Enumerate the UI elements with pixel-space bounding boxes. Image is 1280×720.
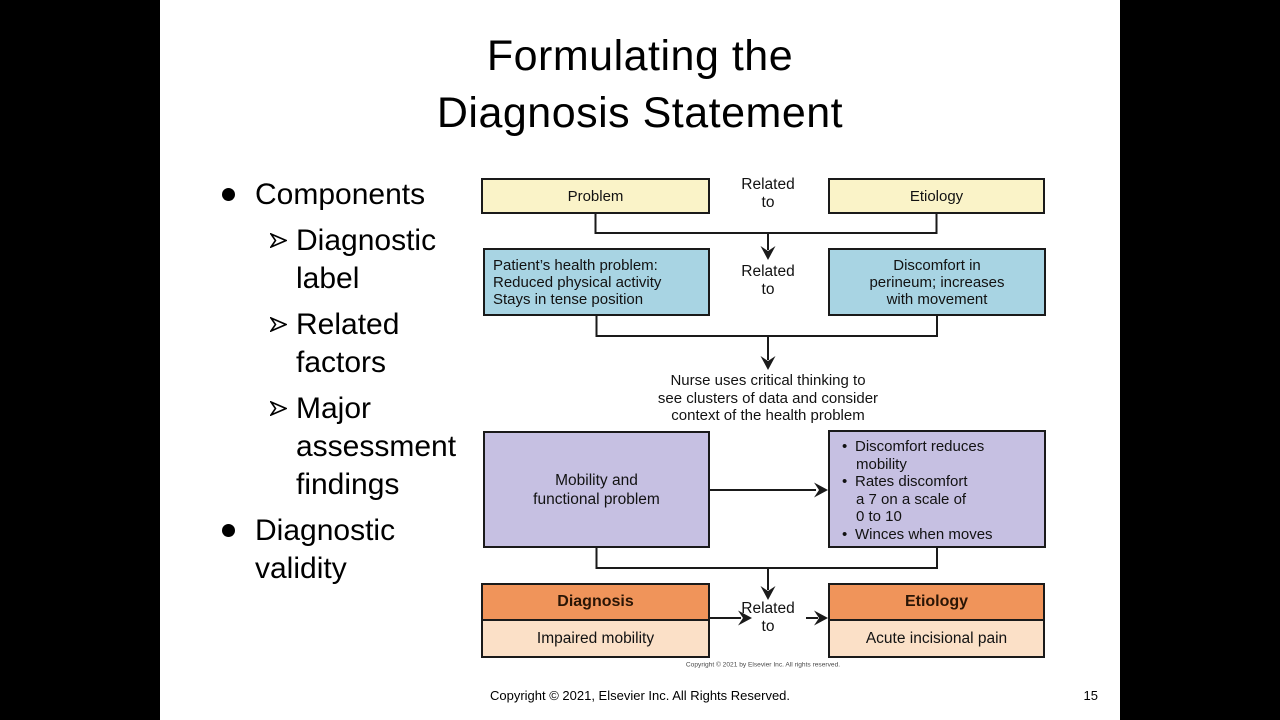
diagnosis-body-label: Impaired mobility xyxy=(536,629,655,647)
finding-line: mobility xyxy=(830,456,1044,474)
finding-text: mobility xyxy=(856,455,907,473)
etiology-label: Etiology xyxy=(909,187,964,205)
note-line: context of the health problem xyxy=(671,407,865,424)
related-to-label-bottom: Related to xyxy=(708,600,828,636)
box-line: Patient’s health problem: xyxy=(493,256,658,274)
bullet-label: Components xyxy=(255,178,426,211)
finding-line: • Winces when moves xyxy=(830,526,1044,544)
diagnosis-body: Impaired mobility xyxy=(483,621,708,656)
to-line: to xyxy=(761,281,775,298)
finding-text: 0 to 10 xyxy=(856,508,902,525)
bullet-item-components: Components xyxy=(222,176,552,214)
assessment-findings-box: • Discomfort reduces mobility • Rates disc… xyxy=(828,430,1046,548)
etiology-header-label: Etiology xyxy=(904,593,969,610)
etiology-box-bottom: Etiology Acute incisional pain xyxy=(828,583,1045,658)
dot-bullet: • xyxy=(842,473,848,490)
footer-copyright: Copyright © 2021, Elsevier Inc. All Righ… xyxy=(489,688,791,703)
note-line: see clusters of data and consider xyxy=(657,389,879,407)
finding-line: 0 to 10 xyxy=(830,508,1044,526)
patient-health-problem-box: Patient’s health problem: Reduced physic… xyxy=(483,248,710,316)
bullet-item-diagnostic-label: Diagnostic label xyxy=(222,222,552,298)
related-line: Related xyxy=(741,600,795,617)
box-line: with movement xyxy=(886,290,988,308)
disc-bullet-icon xyxy=(222,176,255,214)
box-line: functional problem xyxy=(533,490,660,508)
box-line: Mobility and xyxy=(555,471,638,489)
finding-line: • Discomfort reduces xyxy=(830,438,1044,456)
finding-text: Rates discomfort xyxy=(855,473,968,490)
bullet-label: Related factors xyxy=(296,308,400,379)
disc-bullet-icon xyxy=(222,512,255,588)
bullet-label: Major assessment findings xyxy=(296,392,457,501)
box-line: Reduced physical activity xyxy=(493,273,662,291)
title-line-1: Formulating the xyxy=(486,32,794,80)
etiology-box-top: Etiology xyxy=(828,178,1045,214)
page-title: Formulating the Diagnosis Statement xyxy=(160,28,1120,142)
bullet-item-related-factors: Related factors xyxy=(222,306,552,382)
figure-credit: Copyright © 2021 by Elsevier Inc. All ri… xyxy=(685,661,841,669)
box-line: Stays in tense position xyxy=(493,290,644,308)
related-line: Related xyxy=(741,263,795,280)
note-line: Nurse uses critical thinking to xyxy=(670,372,866,389)
page-number: 15 xyxy=(1083,688,1098,703)
finding-text: a 7 on a scale of xyxy=(856,490,967,508)
problem-label: Problem xyxy=(567,187,624,205)
related-to-label-top: Related to xyxy=(708,176,828,212)
finding-line: a 7 on a scale of xyxy=(830,491,1044,509)
title-line-2: Diagnosis Statement xyxy=(436,89,844,137)
problem-box: Problem xyxy=(481,178,710,214)
finding-text: Winces when moves xyxy=(855,525,993,543)
slide: Formulating the Diagnosis Statement Comp… xyxy=(160,0,1120,720)
diagnosis-box: Diagnosis Impaired mobility xyxy=(481,583,710,658)
etiology-body: Acute incisional pain xyxy=(830,621,1043,656)
diagnosis-header: Diagnosis xyxy=(483,585,708,621)
bullet-item-major-assessment: Major assessment findings xyxy=(222,390,552,504)
discomfort-perineum-box: Discomfort in perineum; increases with m… xyxy=(828,248,1046,316)
bullet-label: Diagnostic validity xyxy=(255,514,396,585)
mobility-functional-problem-box: Mobility and functional problem xyxy=(483,431,710,548)
bullet-item-diagnostic-validity: Diagnostic validity xyxy=(222,512,552,588)
related-line: Related xyxy=(741,176,795,193)
finding-line: • Rates discomfort xyxy=(830,473,1044,491)
related-to-label-middle: Related to xyxy=(708,263,828,299)
etiology-body-label: Acute incisional pain xyxy=(865,629,1008,647)
etiology-header: Etiology xyxy=(830,585,1043,621)
dot-bullet: • xyxy=(842,525,848,543)
bullet-list: Components Diagnostic label Related fact… xyxy=(222,176,552,596)
arrow-bullet-icon xyxy=(270,390,296,504)
nurse-critical-thinking-note: Nurse uses critical thinking to see clus… xyxy=(588,372,948,425)
dot-bullet: • xyxy=(842,438,848,455)
finding-text: Discomfort reduces xyxy=(855,438,985,455)
to-line: to xyxy=(761,194,775,211)
box-line: perineum; increases xyxy=(869,273,1005,291)
box-line: Discomfort in xyxy=(893,256,981,274)
to-line: to xyxy=(761,618,775,635)
arrow-bullet-icon xyxy=(270,222,296,298)
diagnosis-header-label: Diagnosis xyxy=(557,593,634,610)
arrow-bullet-icon xyxy=(270,306,296,382)
bullet-label: Diagnostic label xyxy=(296,224,437,295)
